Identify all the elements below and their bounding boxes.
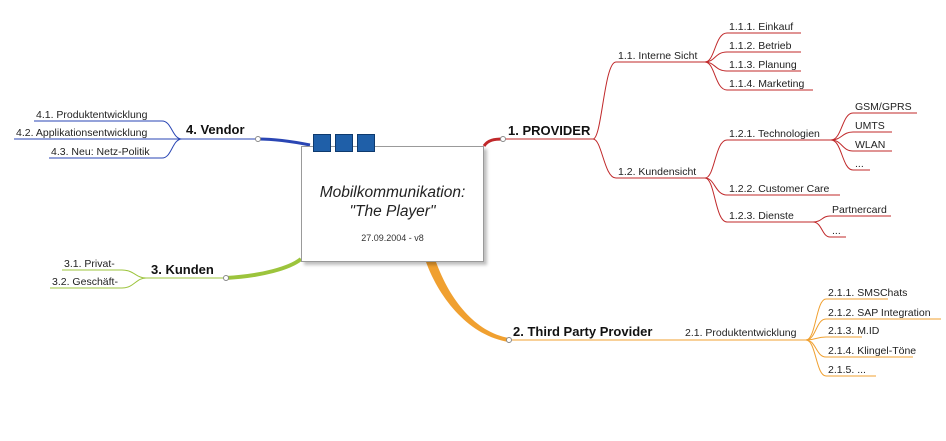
partnercard-label[interactable]: Partnercard xyxy=(832,204,887,216)
kunden-label[interactable]: 3. Kunden xyxy=(151,262,214,277)
dienste-connector xyxy=(704,177,728,223)
interne-sicht-connector xyxy=(592,61,617,140)
geschaeft-label[interactable]: 3.2. Geschäft- xyxy=(52,276,118,288)
betrieb-connector xyxy=(704,51,728,63)
klingel-toene-label[interactable]: 2.1.4. Klingel-Töne xyxy=(828,345,916,357)
dienste-more-label[interactable]: ... xyxy=(832,225,841,237)
sap-integration-label[interactable]: 2.1.2. SAP Integration xyxy=(828,307,931,319)
privat-label[interactable]: 3.1. Privat- xyxy=(64,258,115,270)
topic-icon-square xyxy=(357,134,375,152)
central-title-line2: "The Player" xyxy=(349,203,436,220)
customer-care-label[interactable]: 1.2.2. Customer Care xyxy=(729,183,830,195)
central-topic[interactable]: Mobilkommunikation: "The Player" 27.09.2… xyxy=(301,146,484,262)
provider-label[interactable]: 1. PROVIDER xyxy=(508,123,591,138)
topic-icon-square xyxy=(313,134,331,152)
kunden-branch xyxy=(50,257,303,289)
wlan-label[interactable]: WLAN xyxy=(855,139,885,151)
provider-connector xyxy=(482,137,504,147)
smschats-label[interactable]: 2.1.1. SMSChats xyxy=(828,287,907,299)
topic-icon-square xyxy=(335,134,353,152)
vendor-branch xyxy=(14,120,311,159)
third-party-node-dot xyxy=(506,337,512,343)
mid-label[interactable]: 2.1.3. M.ID xyxy=(828,325,880,337)
technologien-label[interactable]: 1.2.1. Technologien xyxy=(729,128,820,140)
vendor-label[interactable]: 4. Vendor xyxy=(186,122,245,137)
gsm-gprs-label[interactable]: GSM/GPRS xyxy=(855,101,912,113)
interne-sicht-label[interactable]: 1.1. Interne Sicht xyxy=(618,50,697,62)
third-party-connector xyxy=(426,262,509,342)
technologien-more-label[interactable]: ... xyxy=(855,158,864,170)
central-title-line1: Mobilkommunikation: xyxy=(319,184,466,201)
provider-node-dot xyxy=(500,136,506,142)
provider-branch xyxy=(482,32,917,238)
kundensicht-label[interactable]: 1.2. Kundensicht xyxy=(618,166,696,178)
marketing-label[interactable]: 1.1.4. Marketing xyxy=(729,78,804,90)
betrieb-label[interactable]: 1.1.2. Betrieb xyxy=(729,40,792,52)
vendor-connector xyxy=(257,137,311,147)
einkauf-label[interactable]: 1.1.1. Einkauf xyxy=(729,21,793,33)
produktentwicklung-vendor-label[interactable]: 4.1. Produktentwicklung xyxy=(36,109,148,121)
produktentwicklung-label[interactable]: 2.1. Produktentwicklung xyxy=(685,327,797,339)
vendor-node-dot xyxy=(255,136,261,142)
kundensicht-connector xyxy=(592,138,617,179)
third-party-branch xyxy=(426,262,941,377)
third-party-label[interactable]: 2. Third Party Provider xyxy=(513,324,652,339)
dienste-label[interactable]: 1.2.3. Dienste xyxy=(729,210,794,222)
marketing-connector xyxy=(704,61,728,91)
kunden-connector xyxy=(225,257,303,280)
applikationsentwicklung-label[interactable]: 4.2. Applikationsentwicklung xyxy=(16,127,147,139)
netz-politik-label[interactable]: 4.3. Neu: Netz-Politik xyxy=(51,146,150,158)
technologien-connector xyxy=(704,139,728,179)
produktentwicklung-more-label[interactable]: 2.1.5. ... xyxy=(828,364,866,376)
einkauf-connector xyxy=(704,32,728,63)
kunden-node-dot xyxy=(223,275,229,281)
umts-label[interactable]: UMTS xyxy=(855,120,885,132)
central-date: 27.09.2004 - v8 xyxy=(361,233,424,243)
planung-label[interactable]: 1.1.3. Planung xyxy=(729,59,797,71)
